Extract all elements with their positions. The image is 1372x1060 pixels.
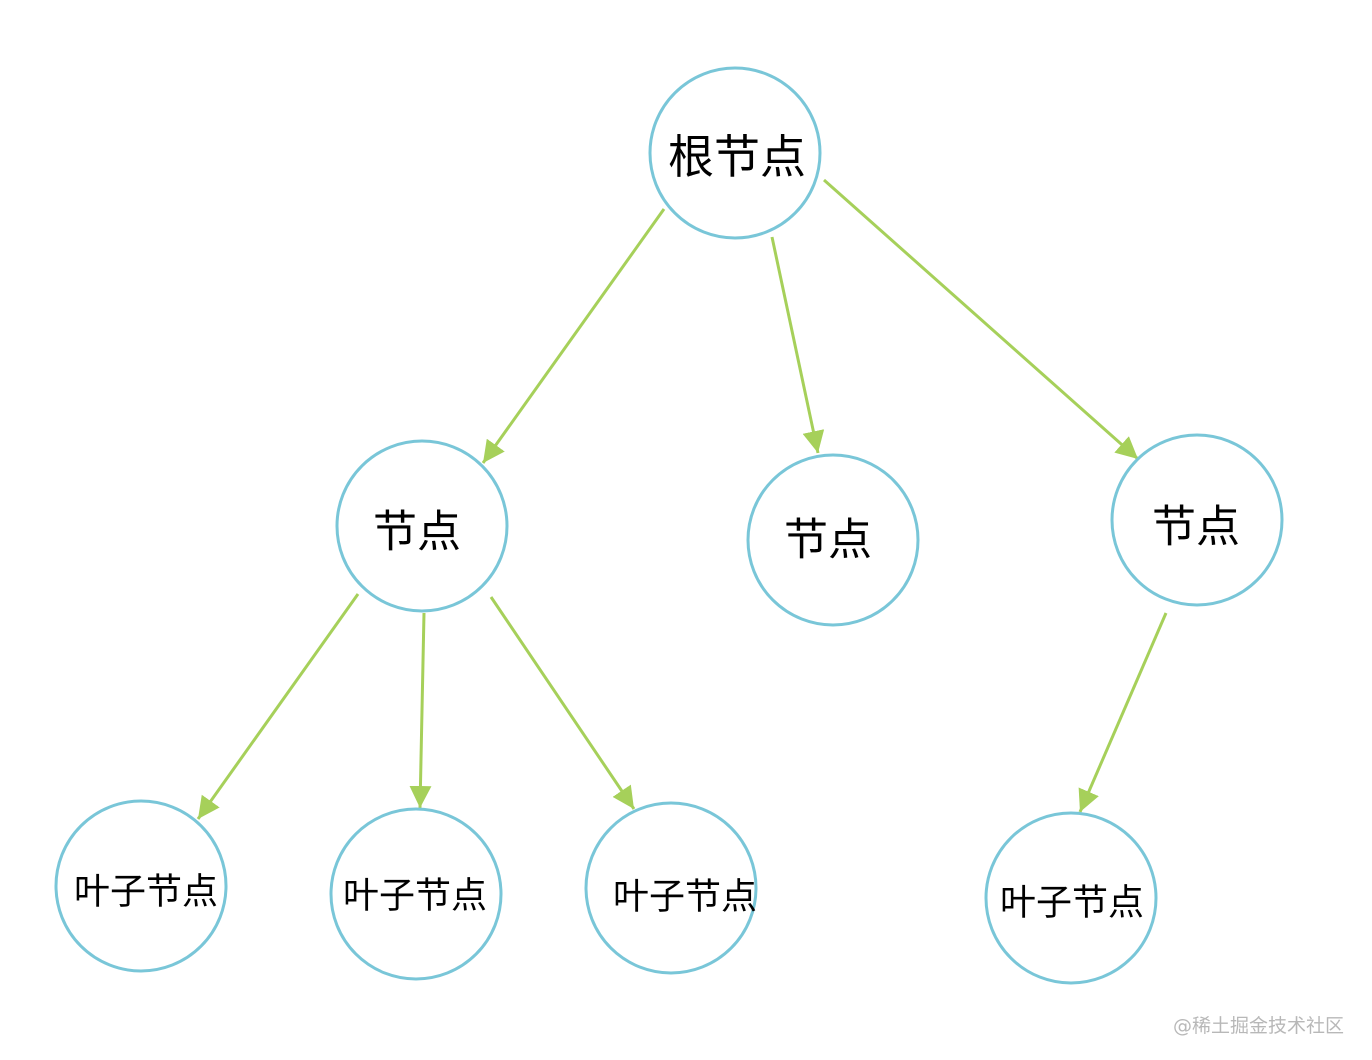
node-1-label: 节点	[373, 507, 461, 558]
watermark-text: @稀土掘金技术社区	[1172, 1015, 1344, 1037]
leaf-node-3-label: 叶子节点	[613, 877, 757, 918]
leaf-node-2: 叶子节点	[329, 807, 503, 981]
edge-node-3-to-leaf-4	[1078, 612, 1168, 813]
edge-root-to-node-3	[823, 178, 1139, 461]
edge-root-to-node-2	[770, 236, 825, 454]
node-2-label: 节点	[784, 515, 872, 566]
edge-node-1-to-leaf-3	[489, 596, 636, 810]
leaf-node-1-label: 叶子节点	[74, 872, 218, 913]
edge-root-to-node-1	[481, 208, 666, 464]
leaf-node-2-label: 叶子节点	[343, 876, 487, 917]
edge-node-1-to-leaf-2	[409, 612, 432, 809]
root-node-label: 根节点	[668, 130, 806, 184]
node-1: 节点	[335, 439, 509, 613]
node-2: 节点	[746, 453, 920, 627]
leaf-node-3: 叶子节点	[584, 801, 758, 975]
leaf-node-1: 叶子节点	[54, 799, 228, 973]
leaf-node-4: 叶子节点	[984, 811, 1158, 985]
node-3-label: 节点	[1152, 502, 1240, 553]
leaf-node-4-label: 叶子节点	[1000, 883, 1144, 924]
root-node: 根节点	[648, 66, 822, 240]
node-3: 节点	[1110, 433, 1284, 607]
edge-node-1-to-leaf-1	[196, 593, 360, 820]
